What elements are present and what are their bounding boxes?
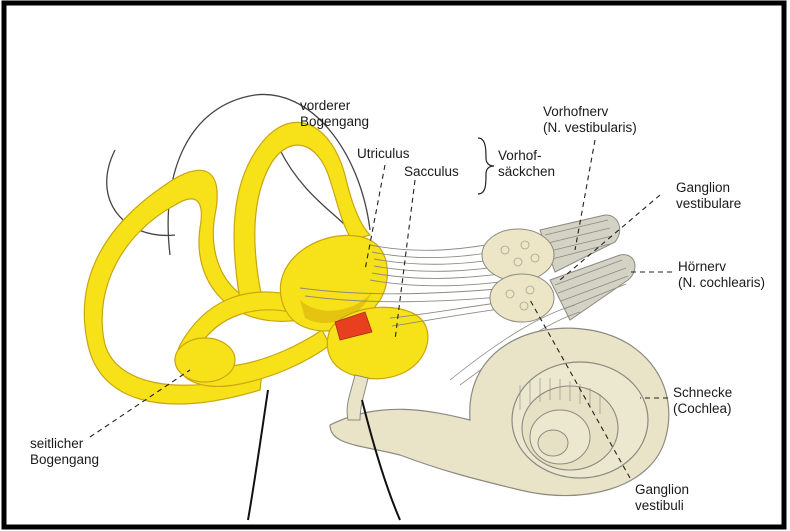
label-utriculus: Utriculus [357, 146, 410, 162]
label-sacculus: Sacculus [404, 164, 459, 180]
ganglion-lower [490, 274, 554, 322]
label-schnecke: Schnecke (Cochlea) [673, 385, 732, 417]
ampulla [175, 338, 235, 382]
label-vorhofnerv: Vorhofnerv (N. vestibularis) [543, 104, 637, 136]
saccule [327, 307, 428, 379]
label-ganglion-vestibulare: Ganglion vestibulare [676, 180, 741, 212]
ganglion-vestibulare [482, 229, 554, 281]
pointer-line-1 [248, 390, 268, 520]
label-vorhofsaeckchen: Vorhof- säckchen [498, 148, 555, 180]
label-ganglion-vestibuli: Ganglion vestibuli [635, 482, 689, 514]
label-seitlicher-bogengang: seitlicher Bogengang [30, 436, 99, 468]
label-hoernerv: Hörnerv (N. cochlearis) [678, 259, 765, 291]
vorhof-brace [478, 138, 494, 194]
label-vorderer-bogengang: vorderer Bogengang [300, 98, 369, 130]
